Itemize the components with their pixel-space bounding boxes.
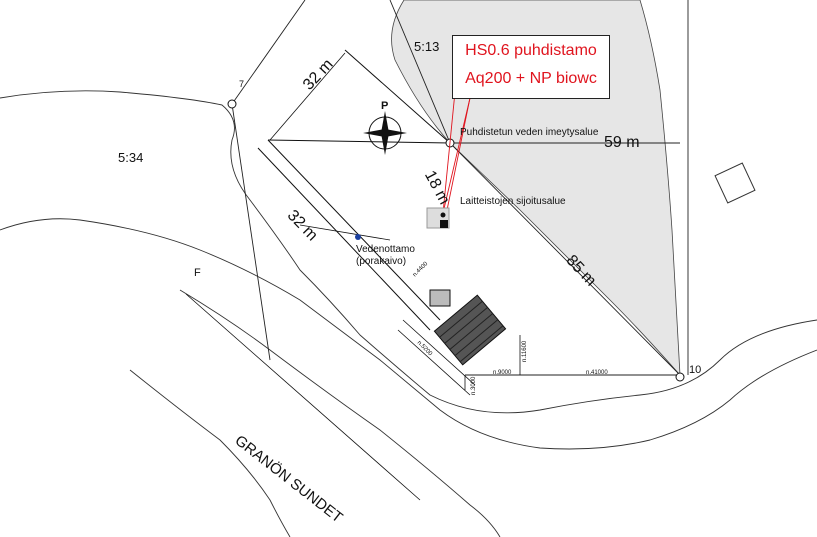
- point-7-marker: [227, 99, 237, 109]
- dimension-label-n41000: n.41000: [586, 370, 608, 376]
- biowc-unit: [440, 212, 446, 218]
- f-marker-label: F: [194, 267, 201, 279]
- north-arrow-label: P: [381, 100, 389, 112]
- callout-leaders: [442, 91, 471, 216]
- dimension-label-n9000: n.9000: [493, 370, 512, 376]
- absorption-area-label: Puhdistetun veden imeytysalue: [460, 127, 599, 138]
- treatment-unit: [440, 220, 448, 228]
- point-10-marker: [675, 372, 685, 382]
- dimension-lines: [185, 52, 521, 501]
- house: [433, 294, 507, 366]
- north-arrow-icon: [363, 111, 407, 155]
- parcel-outline: [257, 49, 451, 331]
- shoreline: [0, 90, 817, 537]
- property-lines: [231, 0, 689, 376]
- sauna-building: [429, 289, 451, 307]
- water-intake-label-2: (porakaivo): [356, 256, 407, 267]
- parcel-label-north: 5:13: [414, 39, 440, 54]
- point-10-label: 10: [689, 364, 702, 376]
- dimension-label-n11600: n.11600: [522, 340, 528, 362]
- outbuilding: [714, 162, 756, 204]
- parcel-label-west: 5:34: [118, 150, 144, 165]
- water-intake-marker: [355, 234, 361, 240]
- equipment-area-label: Laitteistojen sijoitusalue: [460, 196, 566, 207]
- callout-box: HS0.6 puhdistamo Aq200 + NP biowc: [452, 35, 610, 99]
- distance-label-4: 59 m: [604, 134, 640, 151]
- point-7-label: 7: [239, 79, 245, 89]
- water-intake-label-1: Vedenottamo: [356, 244, 415, 255]
- callout-line-1: HS0.6 puhdistamo: [465, 42, 597, 59]
- dimension-label-n3000: n.3000: [471, 376, 477, 395]
- callout-line-2: Aq200 + NP biowc: [465, 70, 597, 87]
